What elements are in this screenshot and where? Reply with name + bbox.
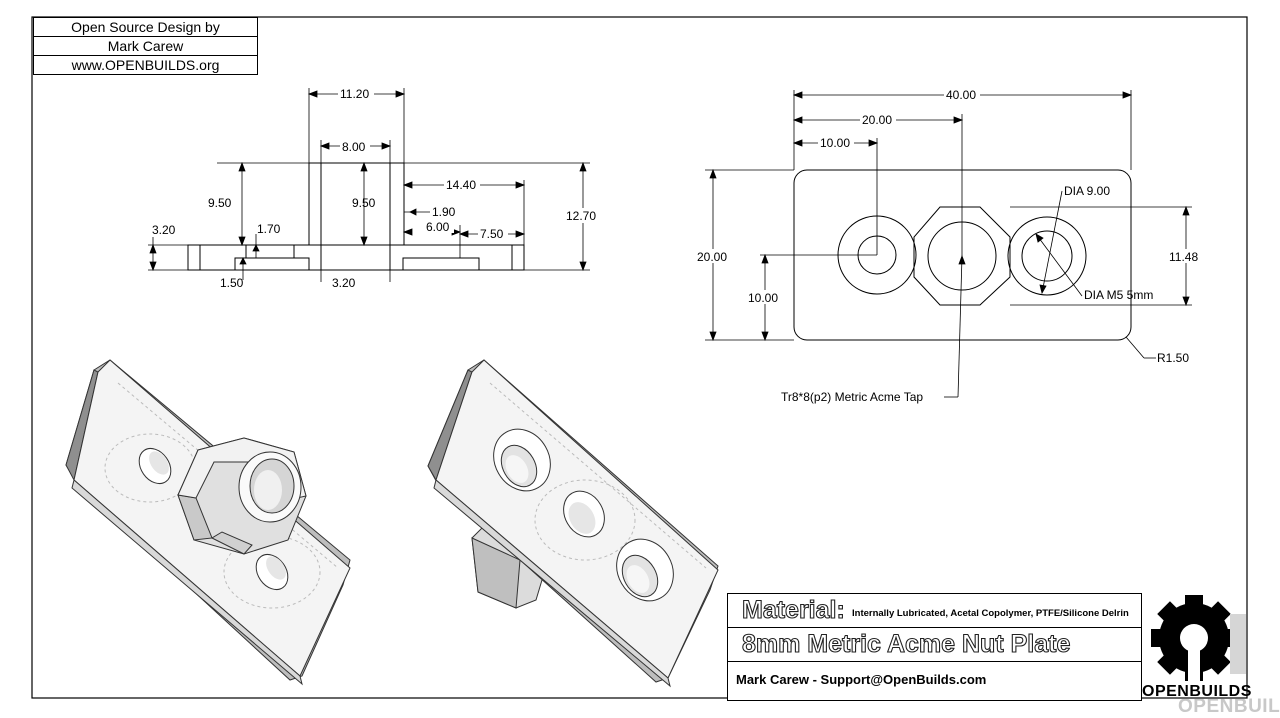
credit-line-2: Mark Carew bbox=[34, 37, 257, 56]
dim-3-20-bottom: 3.20 bbox=[332, 276, 356, 290]
sheet-border bbox=[31, 16, 1248, 699]
acme-tap-callout: Tr8*8(p2) Metric Acme Tap bbox=[781, 390, 923, 404]
dim-1-50: 1.50 bbox=[220, 276, 244, 290]
author-contact: Mark Carew - Support@OpenBuilds.com bbox=[736, 672, 987, 687]
dim-7-50: 7.50 bbox=[480, 227, 504, 241]
dim-dia-m5: DIA M5 5mm bbox=[1084, 288, 1153, 302]
author-row: Mark Carew - Support@OpenBuilds.com bbox=[728, 662, 1141, 700]
openbuilds-ghost-text: OPENBUILDS bbox=[1178, 696, 1280, 717]
credit-box: Open Source Design by Mark Carew www.OPE… bbox=[33, 17, 258, 75]
dim-3-20-left: 3.20 bbox=[152, 223, 176, 237]
part-title-row: 8mm Metric Acme Nut Plate bbox=[728, 628, 1141, 662]
dim-10-00-top: 10.00 bbox=[820, 136, 850, 150]
isometric-view-left bbox=[65, 359, 351, 686]
dim-9-50-mid: 9.50 bbox=[352, 196, 376, 210]
top-view-dimension-labels: 40.00 20.00 10.00 20.00 10.00 11.48 DIA … bbox=[695, 88, 1203, 404]
dim-8-00: 8.00 bbox=[342, 140, 366, 154]
material-value: Internally Lubricated, Acetal Copolymer,… bbox=[852, 608, 1129, 619]
dim-1-70: 1.70 bbox=[257, 222, 281, 236]
credit-line-3: www.OPENBUILDS.org bbox=[71, 57, 220, 73]
dim-20-00-top: 20.00 bbox=[862, 113, 892, 127]
dim-11-48: 11.48 bbox=[1169, 250, 1198, 264]
openbuilds-gear-icon bbox=[1146, 594, 1246, 684]
top-view-dimensions bbox=[705, 90, 1192, 398]
dim-r1-50: R1.50 bbox=[1157, 351, 1189, 365]
side-view-dimension-labels: 11.20 8.00 14.40 9.50 9.50 12.70 1.90 6.… bbox=[152, 86, 602, 290]
dim-14-40: 14.40 bbox=[446, 178, 476, 192]
isometric-view-right bbox=[427, 359, 719, 688]
part-title: 8mm Metric Acme Nut Plate bbox=[741, 629, 1071, 658]
dim-11-20: 11.20 bbox=[340, 87, 369, 101]
credit-line-1: Open Source Design by bbox=[34, 18, 257, 37]
dim-20-00-vertical: 20.00 bbox=[697, 250, 727, 264]
material-label: Material: bbox=[741, 595, 845, 624]
title-block: Material: Internally Lubricated, Acetal … bbox=[727, 593, 1142, 701]
dim-12-70: 12.70 bbox=[566, 209, 596, 223]
dim-6-00: 6.00 bbox=[426, 220, 450, 234]
dim-dia-9-00: DIA 9.00 bbox=[1064, 184, 1110, 198]
dim-40-00: 40.00 bbox=[946, 88, 976, 102]
dim-10-00-vertical: 10.00 bbox=[748, 291, 778, 305]
openbuilds-logo-text: OPENBUILDS bbox=[1142, 683, 1252, 700]
material-row: Material: Internally Lubricated, Acetal … bbox=[728, 594, 1141, 628]
dim-1-90: 1.90 bbox=[432, 205, 456, 219]
dim-9-50-left: 9.50 bbox=[208, 196, 232, 210]
side-view bbox=[187, 162, 525, 271]
